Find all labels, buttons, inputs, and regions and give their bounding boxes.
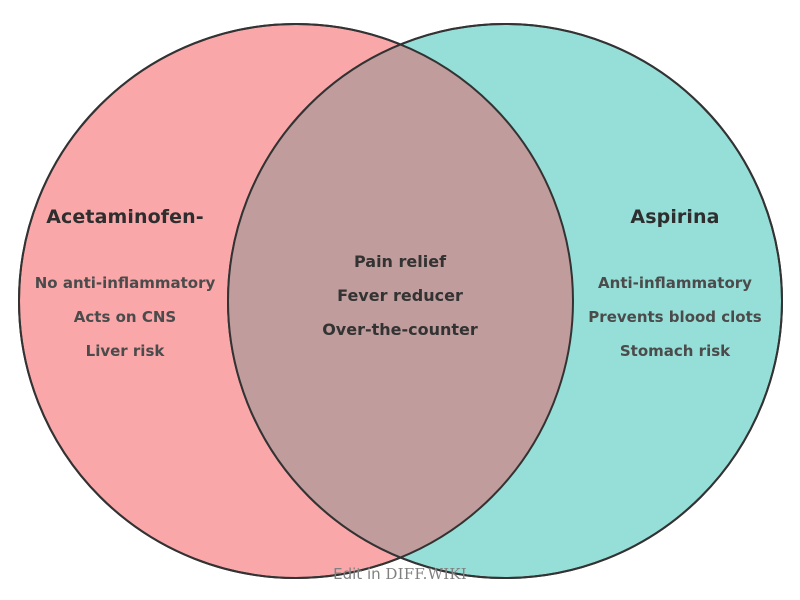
venn-overlap-region[interactable] — [228, 24, 782, 578]
right-set-item[interactable]: Anti-inflammatory — [598, 274, 752, 292]
right-set-item[interactable]: Stomach risk — [619, 342, 731, 360]
left-set-title[interactable]: Acetaminofen- — [46, 206, 204, 228]
right-set-labels: Aspirina Anti-inflammatory Prevents bloo… — [550, 206, 800, 368]
left-set-item[interactable]: Acts on CNS — [73, 308, 177, 326]
left-set-item[interactable]: Liver risk — [85, 342, 165, 360]
footer-prefix: Edit in — [333, 565, 386, 583]
edit-in-diffwiki-link[interactable]: Edit in DIFF.WIKI — [0, 565, 800, 583]
intersection-item[interactable]: Over-the-counter — [322, 320, 478, 339]
right-set-item[interactable]: Prevents blood clots — [588, 308, 762, 326]
left-set-item[interactable]: No anti-inflammatory — [34, 274, 216, 292]
venn-circle-left-outline — [18, 23, 574, 579]
footer-brand: DIFF.WIKI — [385, 565, 467, 583]
left-set-item-list: No anti-inflammatory Acts on CNS Liver r… — [0, 266, 250, 368]
venn-circle-right-outline — [227, 23, 783, 579]
right-set-item-list: Anti-inflammatory Prevents blood clots S… — [550, 266, 800, 368]
right-set-title[interactable]: Aspirina — [630, 206, 720, 228]
intersection-item[interactable]: Pain relief — [353, 252, 447, 271]
left-set-labels: Acetaminofen- No anti-inflammatory Acts … — [0, 206, 250, 368]
intersection-item[interactable]: Fever reducer — [337, 286, 463, 305]
intersection-labels: Pain relief Fever reducer Over-the-count… — [275, 245, 525, 347]
